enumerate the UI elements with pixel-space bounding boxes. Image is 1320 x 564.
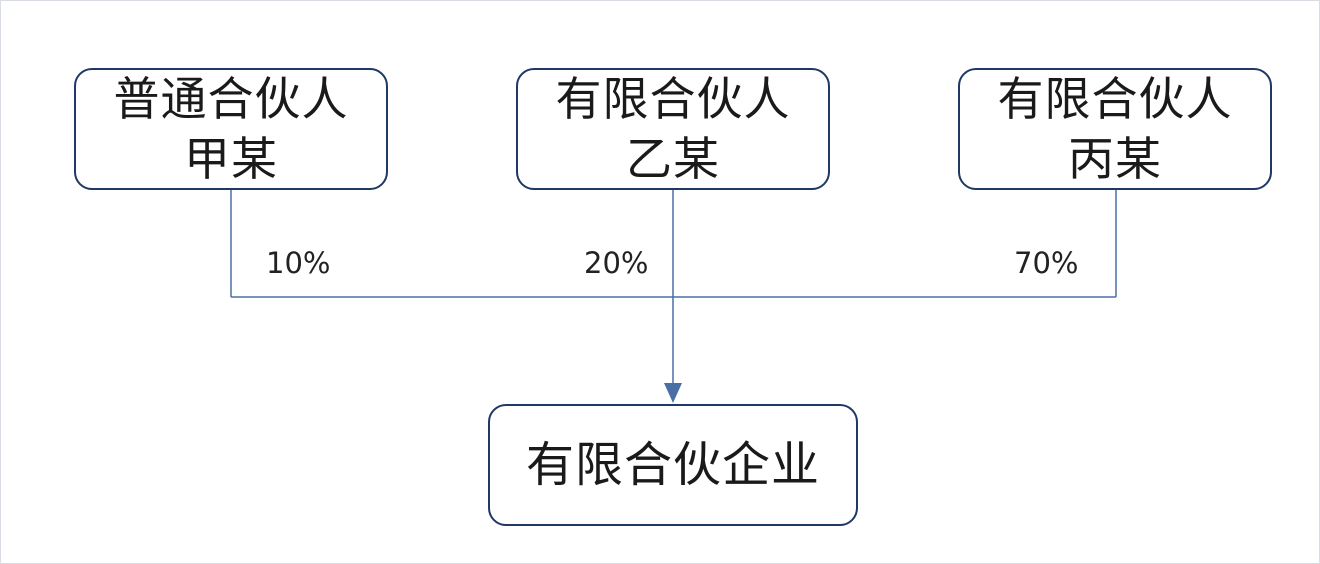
limited-partner-bing-role: 有限合伙人	[997, 72, 1233, 126]
share-general-partner: 10%	[266, 246, 331, 280]
arrowhead-to-enterprise	[664, 383, 682, 403]
limited-partner-yi-box: 有限合伙人 乙某	[516, 68, 830, 190]
general-partner-box: 普通合伙人 甲某	[74, 68, 388, 190]
enterprise-label: 有限合伙企业	[525, 437, 820, 493]
share-limited-partner-yi: 20%	[584, 246, 649, 280]
limited-partner-bing-box: 有限合伙人 丙某	[958, 68, 1272, 190]
limited-partner-yi-role: 有限合伙人	[555, 72, 791, 126]
general-partner-role: 普通合伙人	[113, 72, 349, 126]
general-partner-name: 甲某	[184, 132, 278, 186]
limited-partnership-enterprise-box: 有限合伙企业	[488, 404, 858, 526]
limited-partner-bing-name: 丙某	[1068, 132, 1162, 186]
limited-partner-yi-name: 乙某	[626, 132, 720, 186]
share-limited-partner-bing: 70%	[1014, 246, 1079, 280]
